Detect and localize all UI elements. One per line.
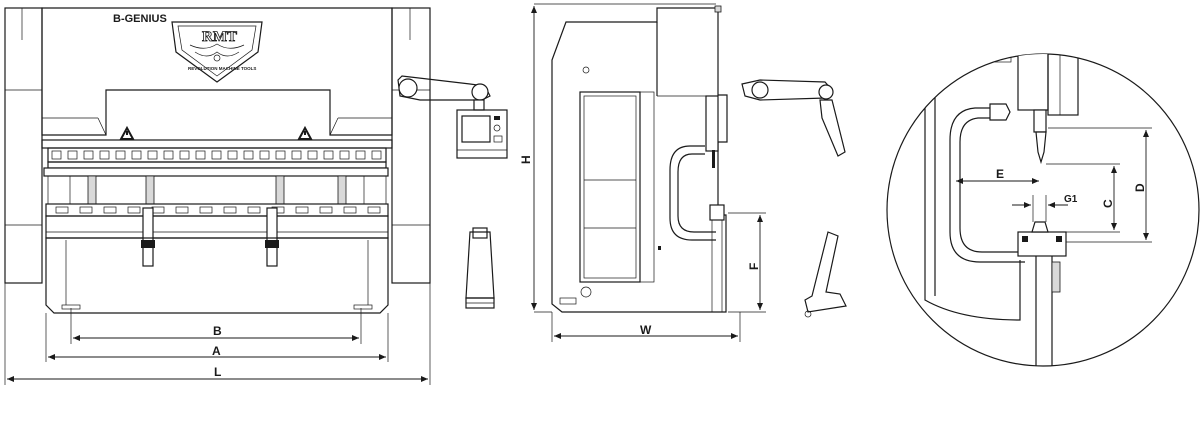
side-control-arm: [741, 79, 846, 157]
dimension-c-label: C: [1101, 199, 1115, 208]
ram-area: [47, 175, 387, 205]
foot-pedal-side: [804, 231, 847, 318]
front-view: B-GENIUS RMT REVOLUTION MACHINE TOOLS: [4, 7, 431, 385]
side-view: H W F: [519, 3, 766, 342]
dimension-w-label: W: [640, 323, 652, 337]
die-clamp-mark: [199, 206, 213, 214]
clamp-mark: [99, 150, 110, 160]
die-clamp-mark: [367, 206, 381, 214]
clamp-mark: [323, 150, 334, 160]
clamp-mark: [243, 150, 254, 160]
warning-triangle-icon: [119, 125, 135, 140]
die-clamp-mark: [247, 206, 261, 214]
lower-tool-bar: [45, 203, 389, 217]
logo-tagline: REVOLUTION MACHINE TOOLS: [188, 66, 256, 71]
clamp-mark: [275, 150, 286, 160]
lower-die-row: [45, 215, 389, 239]
clamp-mark: [83, 150, 94, 160]
clamp-mark: [195, 150, 206, 160]
dimension-e-label: E: [996, 167, 1004, 181]
clamp-mark: [67, 150, 78, 160]
rmt-eagle-logo-icon: [171, 21, 263, 83]
lower-bed: [45, 237, 389, 314]
die-clamp-mark: [223, 206, 237, 214]
dimension-b-label: B: [213, 324, 222, 338]
side-control-screen: [819, 99, 846, 157]
die-clamp-mark: [79, 206, 93, 214]
die-clamp-mark: [343, 206, 357, 214]
logo-text: RMT: [202, 29, 237, 45]
clamp-mark: [131, 150, 142, 160]
warning-triangle-icon: [297, 125, 313, 140]
clamp-mark: [371, 150, 382, 160]
dimension-d-label: D: [1133, 183, 1147, 192]
clamp-mark: [115, 150, 126, 160]
backgauge-arm-left: [142, 207, 154, 267]
right-side-frame: [391, 7, 431, 284]
upper-tool-bar: [43, 167, 389, 177]
control-panel-arm: [397, 75, 508, 159]
foot-pedal-front: [465, 227, 495, 309]
model-name: B-GENIUS: [113, 13, 167, 25]
clamp-mark: [227, 150, 238, 160]
die-clamp-mark: [151, 206, 165, 214]
clamp-mark: [339, 150, 350, 160]
clamp-mark: [307, 150, 318, 160]
clamp-mark: [51, 150, 62, 160]
clamp-mark: [355, 150, 366, 160]
side-window: [579, 91, 641, 283]
die-clamp-mark: [55, 206, 69, 214]
upper-clamp-row: [47, 147, 387, 163]
die-clamp-mark: [175, 206, 189, 214]
dimension-l-label: L: [214, 365, 221, 379]
detail-view: D C E G1: [886, 53, 1200, 367]
upper-beam: [41, 139, 393, 149]
top-housing: [41, 7, 393, 136]
clamp-mark: [147, 150, 158, 160]
die-clamp-mark: [103, 206, 117, 214]
backgauge-arm-right: [266, 207, 278, 267]
die-clamp-mark: [127, 206, 141, 214]
clamp-mark: [163, 150, 174, 160]
dimension-a-label: A: [212, 344, 221, 358]
clamp-mark: [259, 150, 270, 160]
left-side-frame: [4, 7, 43, 284]
dimension-h-label: H: [519, 155, 533, 164]
control-screen: [456, 109, 508, 159]
dimension-f-label: F: [747, 263, 761, 270]
die-clamp-mark: [319, 206, 333, 214]
die-clamp-mark: [295, 206, 309, 214]
clamp-mark: [291, 150, 302, 160]
clamp-mark: [179, 150, 190, 160]
clamp-mark: [211, 150, 222, 160]
dimension-g1-label: G1: [1064, 194, 1078, 205]
